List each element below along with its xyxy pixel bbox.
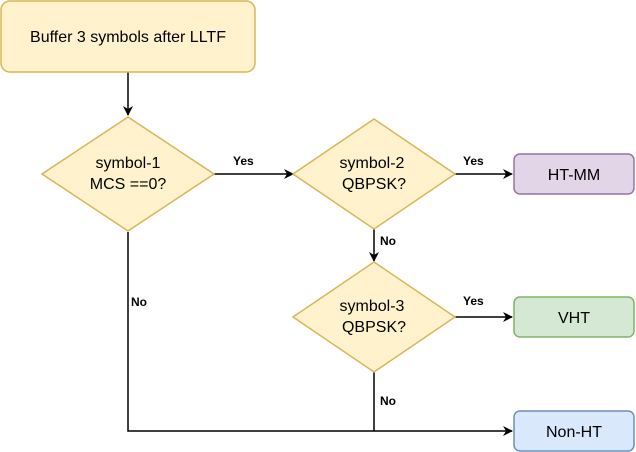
result-node-ht-mm: HT-MM bbox=[513, 153, 635, 195]
decision-2-line2: QBPSK? bbox=[342, 176, 406, 193]
edge-label-decision1-no: No bbox=[131, 295, 147, 309]
decision-1-line1: symbol-1 bbox=[96, 155, 161, 172]
result-node-vht: VHT bbox=[513, 296, 635, 338]
edge-label-decision2-yes: Yes bbox=[463, 154, 484, 168]
edge-label-decision2-no: No bbox=[380, 234, 396, 248]
decision-3-line2: QBPSK? bbox=[342, 319, 406, 336]
ht-mm-box bbox=[513, 153, 635, 195]
decision-3-shape bbox=[291, 261, 457, 373]
start-node-label: Buffer 3 symbols after LLTF bbox=[30, 29, 226, 46]
vht-box bbox=[513, 296, 635, 338]
decision-node-symbol-3: symbol-3 QBPSK? bbox=[291, 261, 457, 373]
start-node: Buffer 3 symbols after LLTF bbox=[0, 0, 256, 73]
edge-decision1-no bbox=[127, 232, 513, 436]
non-ht-box bbox=[513, 410, 635, 452]
decision-2-line1: symbol-2 bbox=[340, 155, 405, 172]
vht-label: VHT bbox=[558, 310, 590, 327]
non-ht-label: Non-HT bbox=[546, 424, 602, 441]
decision-node-symbol-2: symbol-2 QBPSK? bbox=[291, 118, 457, 230]
edge-label-decision3-yes: Yes bbox=[463, 294, 484, 308]
decision-node-symbol-1: symbol-1 MCS ==0? bbox=[40, 116, 216, 232]
edge-labels: Yes Yes No Yes No No bbox=[131, 154, 484, 408]
decision-1-shape bbox=[40, 116, 216, 232]
start-node-box bbox=[0, 0, 256, 73]
decision-1-line2: MCS ==0? bbox=[90, 176, 167, 193]
ht-mm-label: HT-MM bbox=[548, 167, 600, 184]
edges bbox=[123, 72, 513, 436]
result-node-non-ht: Non-HT bbox=[513, 410, 635, 452]
decision-2-shape bbox=[291, 118, 457, 230]
decision-3-line1: symbol-3 bbox=[340, 298, 405, 315]
edge-label-decision3-no: No bbox=[380, 394, 396, 408]
edge-label-decision1-yes: Yes bbox=[233, 154, 254, 168]
